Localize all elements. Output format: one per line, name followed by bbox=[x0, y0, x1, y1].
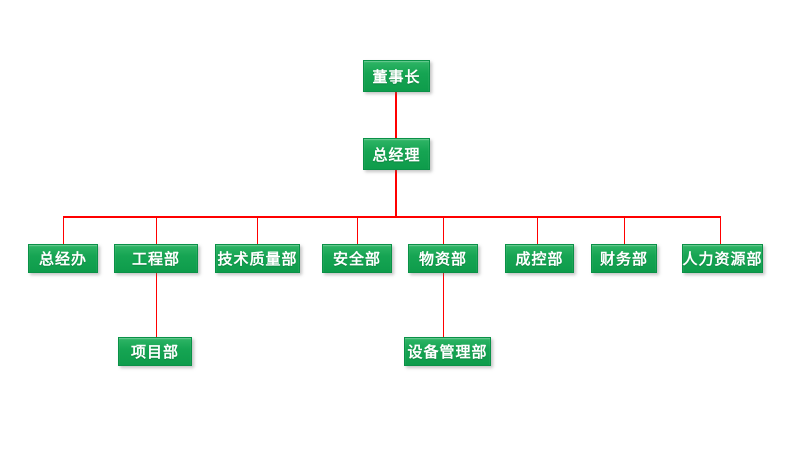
connector-gm-drop bbox=[395, 170, 397, 217]
connector-engineering-to-project bbox=[155, 273, 157, 337]
node-hr-dept-label: 人力资源部 bbox=[682, 251, 763, 268]
connector-chairman-to-gm bbox=[395, 92, 397, 138]
node-tech-quality-dept-label: 技术质量部 bbox=[217, 251, 298, 268]
node-cost-control-dept: 成控部 bbox=[505, 244, 574, 273]
node-chairman-label: 董事长 bbox=[372, 68, 421, 86]
connector-materials-to-equipment bbox=[442, 273, 444, 337]
connector-stub-tech-quality-dept bbox=[256, 217, 258, 244]
connector-stub-cost-control-dept bbox=[536, 217, 538, 244]
connector-stub-materials-dept bbox=[442, 217, 444, 244]
node-safety-dept: 安全部 bbox=[322, 244, 392, 273]
node-safety-dept-label: 安全部 bbox=[332, 251, 381, 268]
node-general-manager-label: 总经理 bbox=[372, 146, 421, 164]
node-materials-dept: 物资部 bbox=[408, 244, 478, 273]
node-general-manager: 总经理 bbox=[363, 138, 430, 170]
node-engineering-dept: 工程部 bbox=[114, 244, 198, 273]
node-cost-control-dept-label: 成控部 bbox=[515, 251, 564, 268]
node-engineering-dept-label: 工程部 bbox=[131, 251, 180, 268]
node-chairman: 董事长 bbox=[363, 60, 430, 92]
connector-stub-hr-dept bbox=[719, 217, 721, 244]
node-equipment-mgmt-dept-label: 设备管理部 bbox=[407, 344, 488, 361]
node-project-dept-label: 项目部 bbox=[130, 344, 179, 361]
node-equipment-mgmt-dept: 设备管理部 bbox=[404, 337, 491, 366]
node-general-office: 总经办 bbox=[28, 244, 98, 273]
connector-stub-engineering-dept bbox=[155, 217, 157, 244]
connector-stub-safety-dept bbox=[356, 217, 358, 244]
node-general-office-label: 总经办 bbox=[38, 251, 87, 268]
node-finance-dept-label: 财务部 bbox=[599, 251, 648, 268]
connector-stub-general-office bbox=[62, 217, 64, 244]
node-materials-dept-label: 物资部 bbox=[418, 251, 467, 268]
node-hr-dept: 人力资源部 bbox=[682, 244, 763, 273]
node-finance-dept: 财务部 bbox=[591, 244, 657, 273]
connector-stub-finance-dept bbox=[623, 217, 625, 244]
connector-horizontal-bus bbox=[63, 216, 721, 218]
node-tech-quality-dept: 技术质量部 bbox=[215, 244, 300, 273]
node-project-dept: 项目部 bbox=[118, 337, 192, 366]
